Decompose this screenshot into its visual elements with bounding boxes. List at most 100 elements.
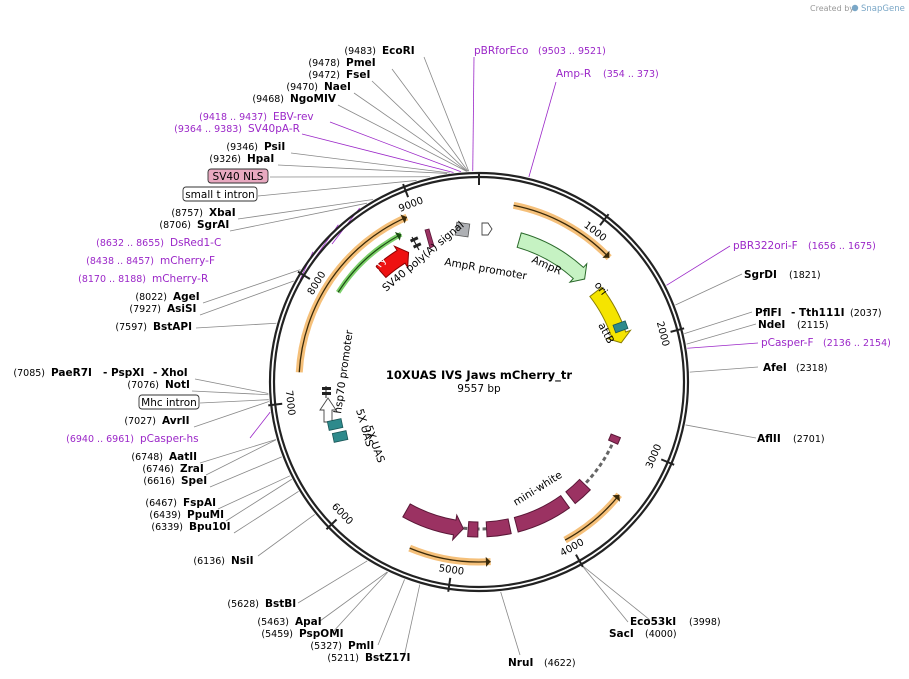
primer-leader <box>472 56 475 172</box>
credit-brand: SnapGene <box>861 4 905 14</box>
primer-pbrforeco[interactable]: pBRforEco <box>474 45 528 57</box>
site-pos-zrai: (6746) <box>142 464 174 475</box>
primer-mcherry-f[interactable]: mCherry-F <box>160 255 215 267</box>
primer-pcasper-f[interactable]: pCasper-F <box>761 337 814 349</box>
site-leader <box>319 571 388 622</box>
primer-sv40pa-r[interactable]: SV40pA-R <box>248 123 300 135</box>
site-spei[interactable]: SpeI <box>181 475 207 487</box>
site-leader <box>199 399 269 404</box>
tick-mark <box>447 577 452 592</box>
site-leader <box>391 68 469 172</box>
site-leader <box>403 584 421 658</box>
box-sv40-nls[interactable] <box>207 168 269 184</box>
site-leader <box>582 565 629 623</box>
site-naei[interactable]: NaeI <box>324 81 351 93</box>
site-fspai[interactable]: FspAI <box>183 497 216 509</box>
site-pos-eco53ki: (3998) <box>689 617 721 628</box>
mini-white-head[interactable] <box>402 503 464 542</box>
primer-mcherry-r[interactable]: mCherry-R <box>152 273 208 285</box>
site-leader <box>202 269 301 304</box>
site-paer7i[interactable]: PaeR7I <box>51 367 92 379</box>
inner-labels: SV40 poly(A) signal AmpR promoter attB h… <box>332 219 616 465</box>
orf-arrowhead <box>400 214 407 224</box>
site-hpai[interactable]: HpaI <box>247 153 274 165</box>
box-small-t-intron[interactable] <box>182 186 258 202</box>
sv40-nls-part <box>424 228 435 249</box>
primer-pbr322ori-f[interactable]: pBR322ori-F <box>733 240 798 252</box>
site-nsii[interactable]: NsiI <box>231 555 254 567</box>
site-avrii[interactable]: AvrII <box>162 415 190 427</box>
site-afei[interactable]: AfeI <box>763 362 787 374</box>
site-pspxi[interactable]: - PspXI <box>103 367 144 379</box>
site-apai[interactable]: ApaI <box>295 616 322 628</box>
primer-dsred1-c[interactable]: DsRed1-C <box>170 237 221 249</box>
site-bpu10i[interactable]: Bpu10I <box>189 521 231 533</box>
site-pmli[interactable]: PmlI <box>348 640 374 652</box>
attb-box <box>612 320 629 334</box>
site-pos-aflii: (2701) <box>793 434 825 445</box>
site-bstapi[interactable]: BstAPI <box>153 321 192 333</box>
site-pos-pspomi: (5459) <box>261 629 293 640</box>
primer-amp-r[interactable]: Amp-R <box>556 68 591 80</box>
mini-white-exon[interactable] <box>467 521 479 538</box>
orf-line-inner <box>337 233 402 293</box>
site-sgrai[interactable]: SgrAI <box>197 219 229 231</box>
primer-ebv-rev[interactable]: EBV-rev <box>273 111 314 123</box>
primer-leader <box>687 342 759 349</box>
orf-line <box>409 547 491 563</box>
site-psii[interactable]: PsiI <box>264 141 285 153</box>
site-saci[interactable]: SacI <box>609 628 634 640</box>
primer-pcasper-hs[interactable]: pCasper-hs <box>140 433 199 445</box>
site-tth111i[interactable]: - Tth111I <box>791 307 845 319</box>
sv40-polya-marker <box>409 236 422 251</box>
site-leader <box>277 164 448 174</box>
site-pos-aatii: (6748) <box>131 452 163 463</box>
site-ndei[interactable]: NdeI <box>758 319 785 331</box>
site-pmei[interactable]: PmeI <box>346 57 376 69</box>
mini-white-exon[interactable] <box>565 478 592 505</box>
orf-line <box>298 216 408 373</box>
site-nrui[interactable]: NruI <box>508 657 533 669</box>
site-asisi[interactable]: AsiSI <box>167 303 196 315</box>
site-fsei[interactable]: FseI <box>346 69 370 81</box>
site-bstbi[interactable]: BstBI <box>265 598 296 610</box>
site-eco53ki[interactable]: Eco53kI <box>630 616 676 628</box>
site-ecori[interactable]: EcoRI <box>382 45 415 57</box>
tick-mark <box>325 518 338 530</box>
mini-white-exon[interactable] <box>513 494 571 533</box>
site-pos-apai: (5463) <box>257 617 289 628</box>
site-leader <box>194 378 269 394</box>
site-leader <box>237 199 374 220</box>
primer-leader <box>528 81 557 178</box>
feature-ampr[interactable] <box>516 232 588 284</box>
mini-white-exon[interactable] <box>607 433 622 445</box>
site-pflfi[interactable]: PflFI <box>755 307 782 319</box>
hsp70-promoter-arrow <box>319 397 337 423</box>
site-sgrdi[interactable]: SgrDI <box>744 269 777 281</box>
tick-label: 2000 <box>654 320 671 347</box>
site-ppumi[interactable]: PpuMI <box>187 509 224 521</box>
label-ampr-promoter: AmpR promoter <box>443 256 528 282</box>
site-bstz17i[interactable]: BstZ17I <box>365 652 410 664</box>
orf-arrowhead <box>612 494 621 502</box>
site-pos-xbai: (8757) <box>171 208 203 219</box>
map-center: 10XUAS IVS Jaws mCherry_tr 9557 bp <box>386 368 573 395</box>
site-leader <box>353 92 468 172</box>
site-agei[interactable]: AgeI <box>173 291 200 303</box>
site-pspomi[interactable]: PspOMI <box>299 628 344 640</box>
box-mhc-intron[interactable] <box>138 394 200 410</box>
mini-white-exon[interactable] <box>485 518 512 538</box>
site-noti[interactable]: NotI <box>165 379 190 391</box>
site-xhoi[interactable]: - XhoI <box>153 367 188 379</box>
feature-mcherry[interactable] <box>375 245 410 279</box>
tick-mark <box>599 213 610 226</box>
primer-leader <box>249 411 271 439</box>
site-ngomiv[interactable]: NgoMIV <box>290 93 337 105</box>
site-leader <box>257 514 315 557</box>
site-zrai[interactable]: ZraI <box>180 463 204 475</box>
site-xbai[interactable]: XbaI <box>209 207 236 219</box>
feature-arrows <box>375 232 632 542</box>
site-aflii[interactable]: AflII <box>757 433 781 445</box>
inner-parts <box>319 221 629 443</box>
site-aatii[interactable]: AatII <box>169 451 197 463</box>
